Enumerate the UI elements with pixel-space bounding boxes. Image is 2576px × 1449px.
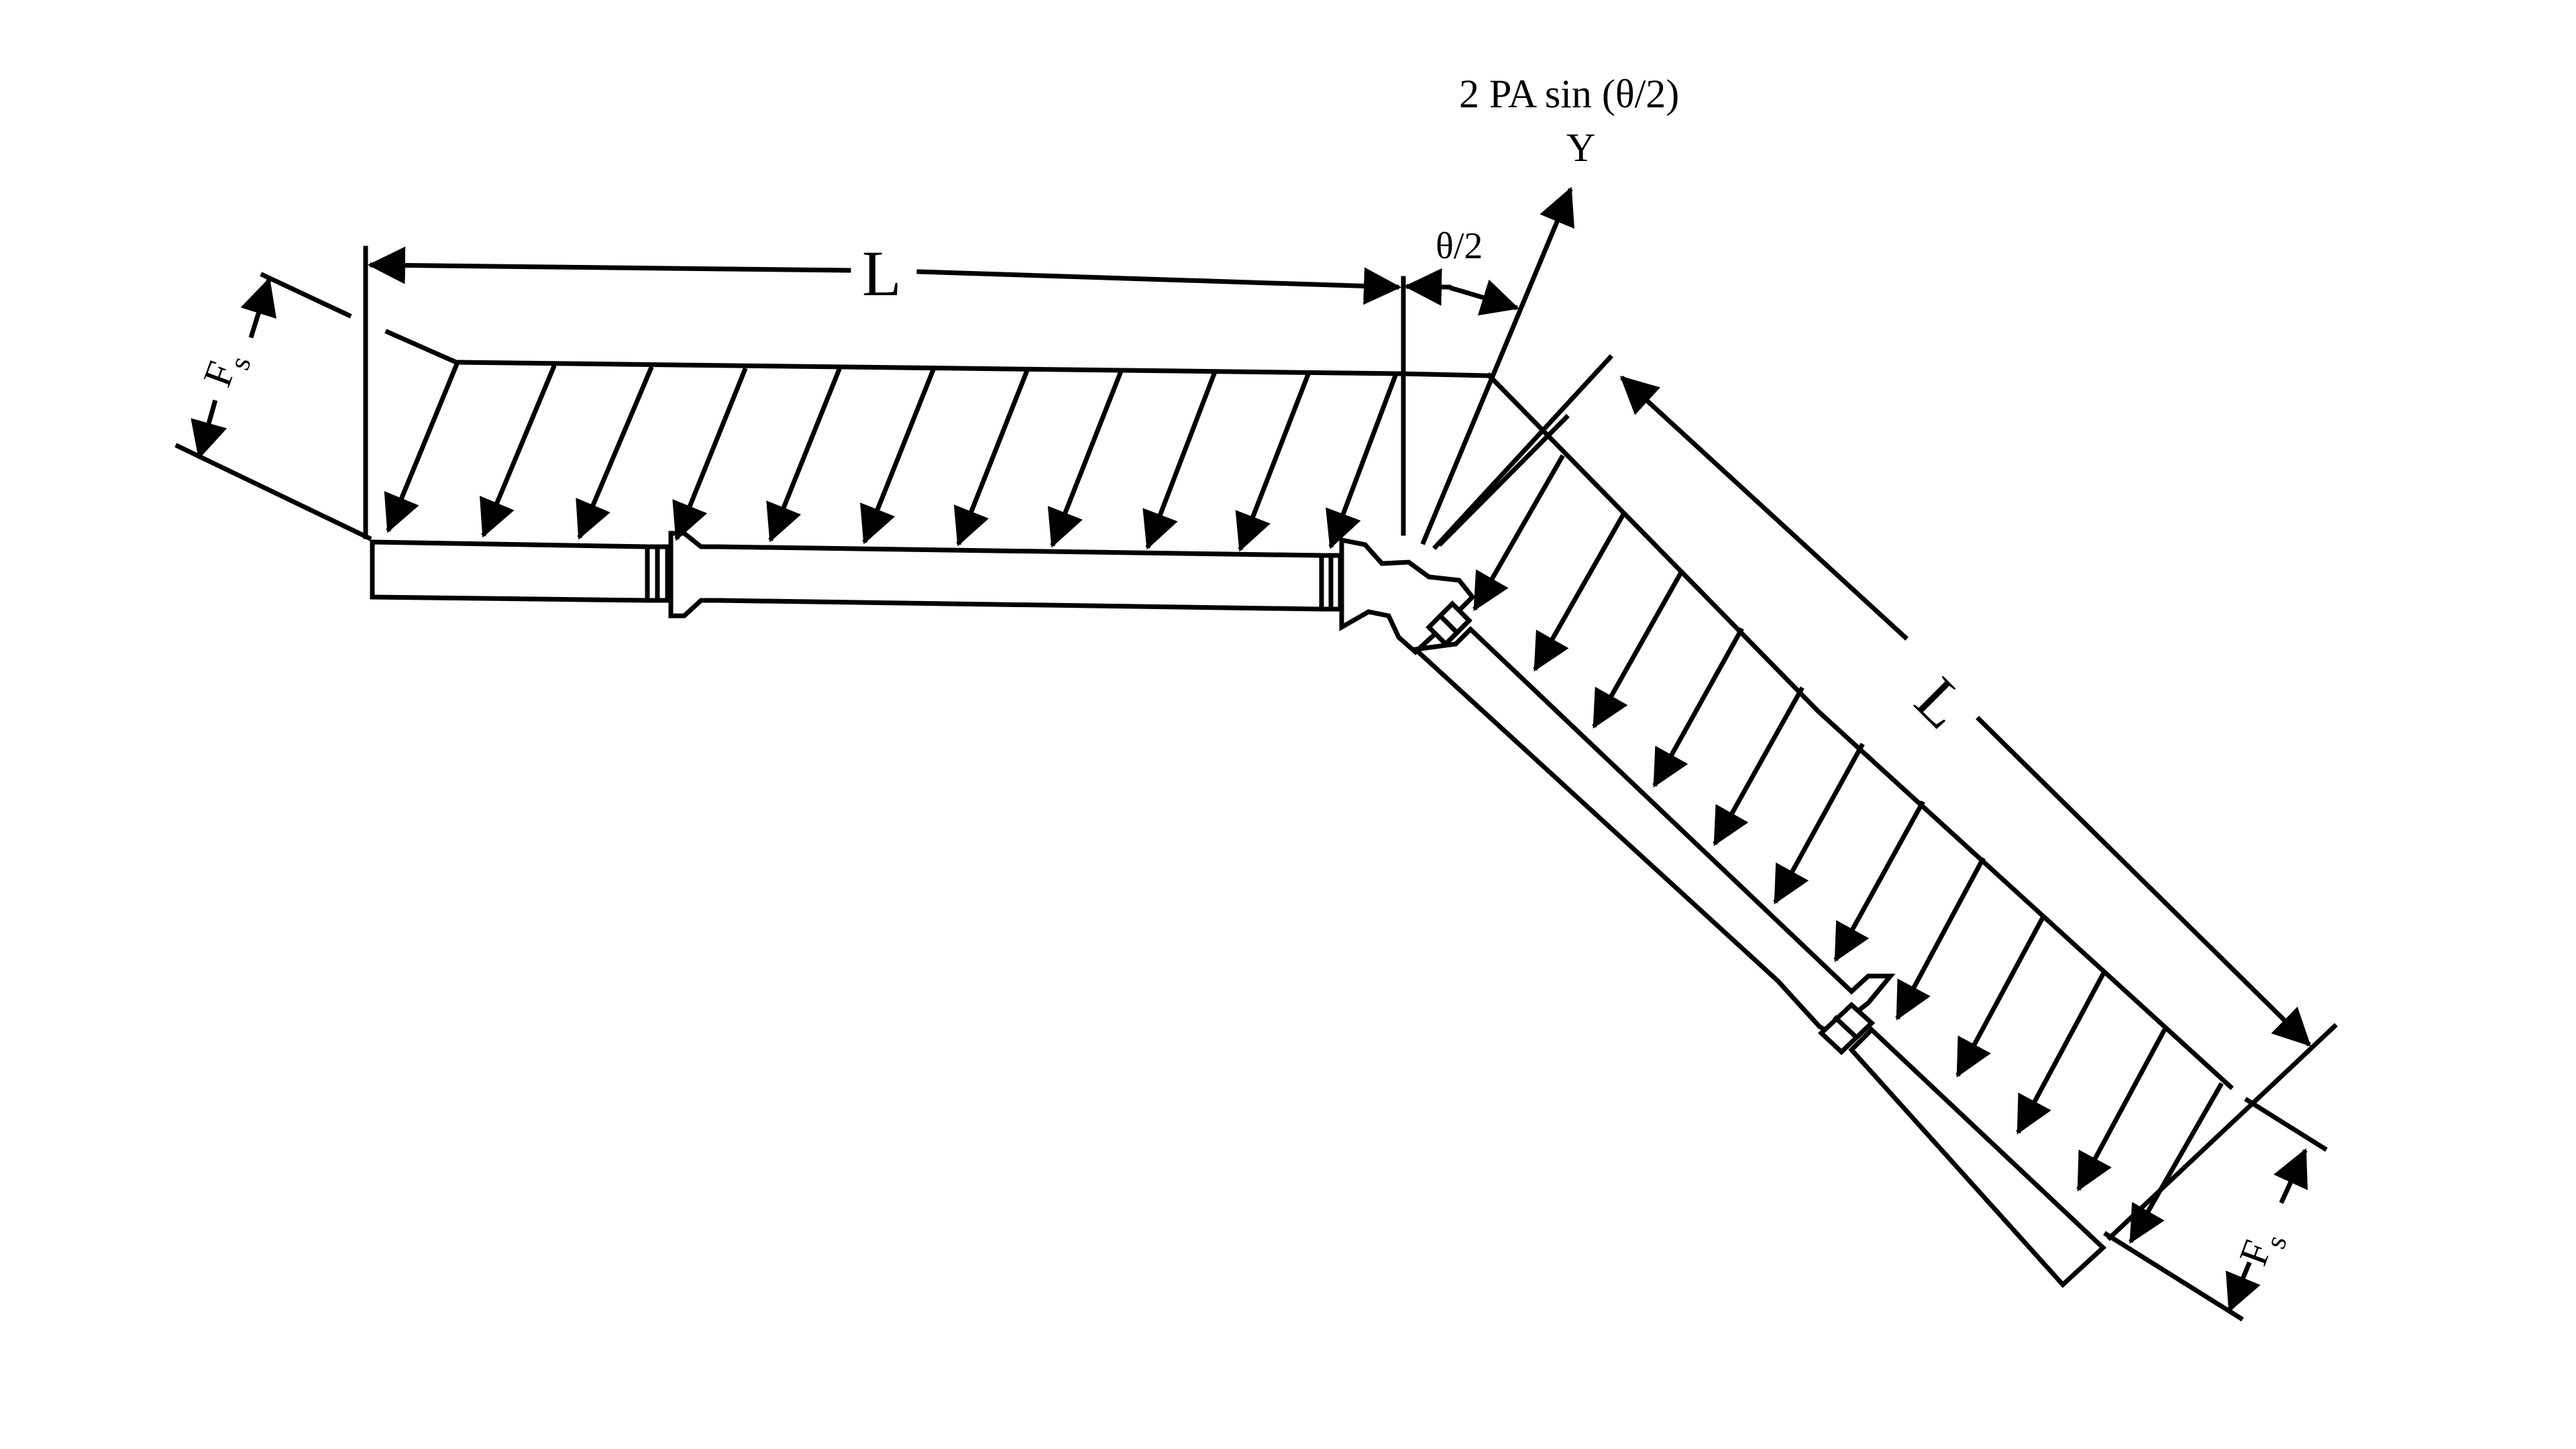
resultant-force	[1420, 186, 1574, 547]
load-arrow	[1142, 370, 1218, 550]
right-dimension-extension-top	[1432, 354, 1613, 550]
right-pipe	[1410, 600, 2107, 1288]
right-length-dimension	[1432, 354, 2338, 1241]
right-dimension-extension-bottom	[2106, 1023, 2338, 1241]
resultant-force-arrow	[1420, 186, 1574, 545]
load-arrow	[672, 367, 748, 541]
load-arrow	[860, 368, 936, 545]
right-spring-extension-top	[2244, 1097, 2328, 1152]
load-arrow	[1533, 513, 1625, 672]
load-arrow	[1472, 454, 1565, 612]
left-load-arrows	[384, 362, 1399, 552]
left-length-label: L	[862, 237, 902, 309]
left-spring-force-dimension	[191, 272, 352, 460]
left-pipe-segment-2	[668, 531, 1324, 619]
right-load-arrows	[1472, 454, 2224, 1244]
y-axis-label: Y	[1566, 125, 1595, 170]
right-pipe-segment-2	[1848, 1026, 2107, 1288]
left-distributed-load	[174, 329, 1492, 552]
load-arrow	[1235, 371, 1311, 552]
load-arrow	[1652, 627, 1744, 788]
left-load-envelope	[384, 329, 1492, 378]
bend-axis-line	[1438, 414, 1570, 547]
resultant-force-label: 2 PA sin (θ/2)	[1459, 72, 1679, 116]
half-angle-dimension	[1404, 268, 1519, 316]
right-distributed-load	[1472, 372, 2244, 1322]
left-pipe-segment-1	[370, 539, 650, 603]
load-arrow	[1955, 914, 2046, 1078]
load-arrow	[576, 366, 654, 540]
load-arrow	[953, 369, 1030, 547]
load-arrow	[1592, 570, 1684, 729]
load-arrow	[1326, 372, 1399, 549]
right-length-label: L	[1902, 663, 1980, 742]
load-arrow	[1773, 743, 1865, 905]
half-angle-label: θ/2	[1436, 225, 1483, 267]
load-arrow	[2076, 1028, 2167, 1192]
load-arrow	[2016, 971, 2106, 1135]
load-arrow	[480, 364, 557, 538]
right-spring-force-label: F s	[2231, 1231, 2294, 1271]
load-arrow	[766, 368, 842, 543]
left-spring-force-label: F s	[195, 352, 258, 392]
load-arrow	[1713, 686, 1805, 847]
load-arrow	[1047, 370, 1124, 548]
right-pipe-segment-1	[1410, 626, 1896, 1036]
right-load-envelope	[1486, 372, 2234, 1090]
load-arrow	[1895, 857, 1986, 1021]
load-arrow	[1833, 800, 1925, 963]
left-spring-extension-top	[260, 272, 352, 319]
left-length-dimension	[363, 246, 1406, 539]
load-arrow	[2129, 1082, 2224, 1244]
left-pipe	[370, 531, 1343, 619]
load-arrow	[384, 362, 460, 533]
right-spring-force-dimension	[2225, 1097, 2328, 1313]
